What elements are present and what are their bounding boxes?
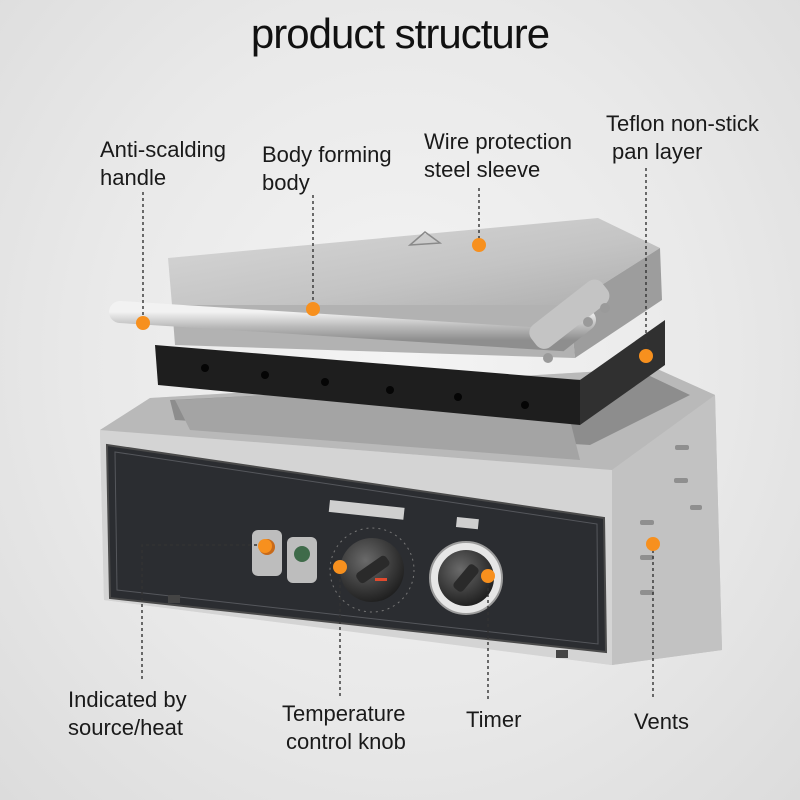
leader-lines <box>141 168 654 700</box>
label-wire-protection: Wire protection steel sleeve <box>424 128 572 184</box>
wire-dot <box>472 238 486 252</box>
control-panel <box>105 443 608 654</box>
label-anti-scalding-handle: Anti-scalding handle <box>100 136 226 192</box>
label-line: Temperature <box>282 701 406 726</box>
teflon-dot <box>639 349 653 363</box>
label-line: Body forming <box>262 142 392 167</box>
callout-dots <box>136 238 660 583</box>
page-title: product structure <box>250 10 550 57</box>
lower-plate <box>155 320 665 425</box>
anti-scalding-handle <box>109 279 610 363</box>
label-line: steel sleeve <box>424 157 541 182</box>
body-dot <box>306 302 320 316</box>
temperature-dot <box>333 560 347 574</box>
label-temperature-knob: Temperature control knob <box>282 700 406 756</box>
label-line: Indicated by <box>68 687 187 712</box>
label-line: Timer <box>466 707 522 732</box>
vents-dot <box>646 537 660 551</box>
label-line: Teflon non-stick <box>606 111 759 136</box>
label-line: source/heat <box>68 715 183 740</box>
vents <box>640 445 702 595</box>
label-line: Anti-scalding <box>100 137 226 162</box>
label-teflon-pan-layer: Teflon non-stick pan layer <box>606 110 759 166</box>
label-line: Vents <box>634 709 690 734</box>
label-timer: Timer <box>466 706 521 734</box>
label-indicator: Indicated by source/heat <box>68 686 187 742</box>
feet <box>168 595 568 658</box>
label-line: pan layer <box>612 139 703 164</box>
label-line: control knob <box>286 729 406 754</box>
label-body-forming-body: Body forming body <box>262 141 392 197</box>
label-vents: Vents <box>634 708 689 736</box>
handle-dot <box>136 316 150 330</box>
label-line: body <box>262 170 310 195</box>
label-line: Wire protection <box>424 129 572 154</box>
indicator-dot <box>258 539 272 553</box>
timer-dot <box>481 569 495 583</box>
label-line: handle <box>100 165 167 190</box>
